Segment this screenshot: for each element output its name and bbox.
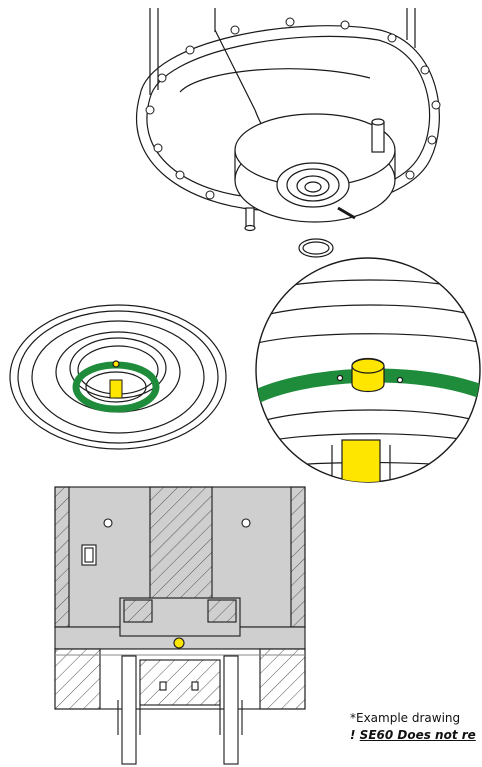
warning-mark: ! <box>350 728 356 742</box>
section-yellow-pin <box>173 637 185 649</box>
warning-text: SE60 Does not re <box>359 728 476 742</box>
example-drawing-note: *Example drawing <box>350 711 461 725</box>
flange-bolts <box>145 17 441 200</box>
yellow-pin <box>109 379 123 399</box>
warning-note: ! SE60 Does not re <box>350 728 476 742</box>
pump-housing-drawing <box>135 8 441 232</box>
zoom-yellow-shaft <box>341 439 381 482</box>
o-ring <box>298 238 334 258</box>
detail-zoom-circle <box>255 257 481 483</box>
seal-plate-view <box>9 304 227 450</box>
cross-section-view <box>54 486 306 765</box>
